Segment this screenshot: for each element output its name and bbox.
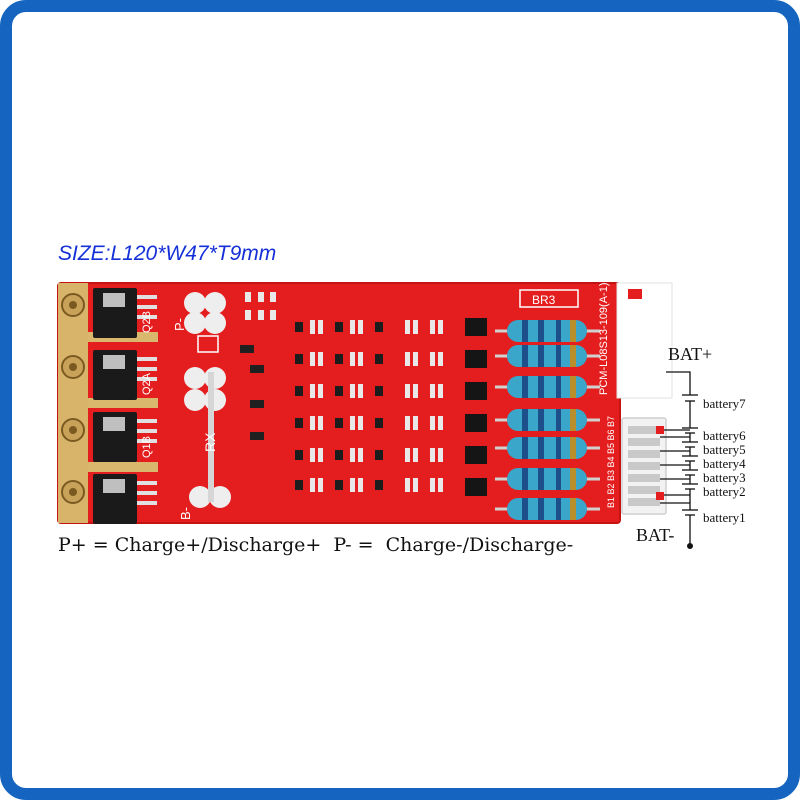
silk-q2b: Q2B (141, 311, 153, 333)
cell-label-4: battery4 (703, 456, 746, 471)
cell-label-1: battery1 (703, 510, 746, 525)
cell-label-7: battery7 (703, 396, 746, 411)
legend-text: P+ = Charge+/Discharge+ P- = Charge-/Dis… (58, 534, 574, 556)
balance-connector-area (616, 282, 673, 399)
silk-b-minus: B- (178, 507, 193, 520)
bat-minus-label: BAT- (636, 525, 675, 545)
mosfets (93, 288, 137, 524)
shunt-resistor (208, 372, 214, 502)
silk-rx: RX (202, 432, 218, 452)
cell-label-3: battery3 (703, 470, 746, 485)
silk-q2a: Q2A (141, 372, 153, 395)
cell-label-2: battery2 (703, 484, 746, 499)
bat-minus-node (687, 543, 693, 549)
cell-label-5: battery5 (703, 442, 746, 457)
bat-plus-label: BAT+ (668, 344, 713, 364)
silk-br3: BR3 (532, 293, 556, 307)
silk-bp: B-,P+ (639, 384, 651, 412)
silk-q1b: Q1B (141, 436, 153, 458)
silk-p-minus: P- (172, 318, 187, 331)
size-caption: SIZE:L120*W47*T9mm (58, 242, 277, 265)
p-minus-pads (184, 292, 226, 334)
screw-terminals (61, 293, 85, 504)
battery-schematic (660, 371, 698, 546)
silk-pins: B1 B2 B3 B4 B5 B6 B7 (606, 416, 616, 508)
cell-label-6: battery6 (703, 428, 746, 443)
silk-model: PCM-L08S13-109(A-1) (598, 283, 610, 396)
smd-components (240, 292, 276, 440)
balance-resistors (495, 320, 600, 520)
ic-columns (295, 322, 383, 490)
balance-ics (465, 318, 487, 496)
